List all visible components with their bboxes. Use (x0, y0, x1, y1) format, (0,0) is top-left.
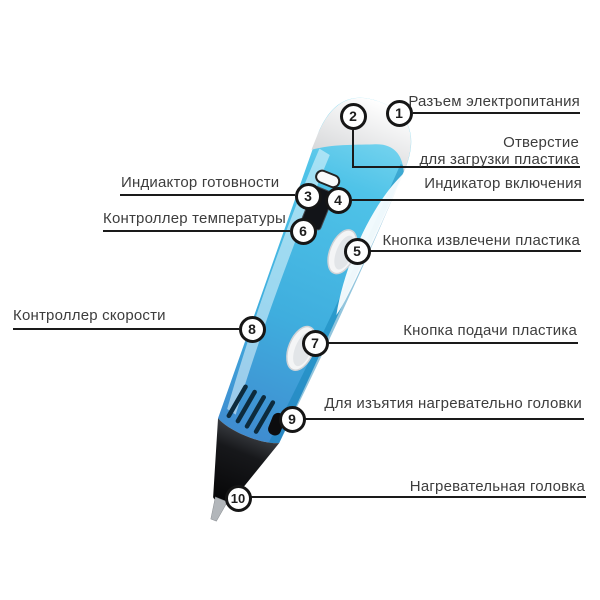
callout-label-plastic-feed-button: Кнопка подачи пластика (403, 322, 577, 339)
callout-label-power-indicator: Индикатор включения (424, 175, 582, 192)
pen-barrel (218, 97, 412, 444)
callout-marker-4: 4 (324, 186, 352, 214)
callout-marker-9: 9 (278, 405, 306, 433)
callout-marker-3: 3 (294, 182, 322, 210)
pen-heater-cone (213, 418, 280, 505)
callout-marker-5: 5 (343, 237, 371, 265)
callout-label-heater-removal: Для изъятия нагревательно головки (324, 395, 582, 412)
pen-nozzle (210, 496, 228, 522)
callout-marker-10: 10 (224, 484, 252, 512)
callout-label-plastic-extract-button: Кнопка извлечени пластика (382, 232, 580, 249)
pen-swoosh (336, 173, 404, 316)
callout-marker-2: 2 (339, 102, 367, 130)
callout-marker-7: 7 (301, 329, 329, 357)
callout-marker-1: 1 (385, 99, 413, 127)
pen-vents (226, 384, 276, 434)
callout-marker-6: 6 (289, 217, 317, 245)
callout-label-speed-controller: Контроллер скорости (13, 307, 166, 324)
callout-lines (13, 112, 586, 498)
pen-body-group (210, 97, 412, 522)
callout-label-power-connector: Разъем электропитания (408, 93, 580, 110)
callout-line-2 (352, 130, 580, 168)
callout-label-temperature-controller: Контроллер температуры (103, 210, 287, 227)
callout-label-ready-indicator: Индиактор готовности (121, 174, 280, 191)
callout-label-heating-head: Нагревательная головка (409, 478, 585, 495)
pen-indicator-window (315, 169, 341, 189)
callout-marker-8: 8 (238, 315, 266, 343)
callout-label-plastic-loading-hole: Отверстие для загрузки пластика (419, 134, 579, 168)
